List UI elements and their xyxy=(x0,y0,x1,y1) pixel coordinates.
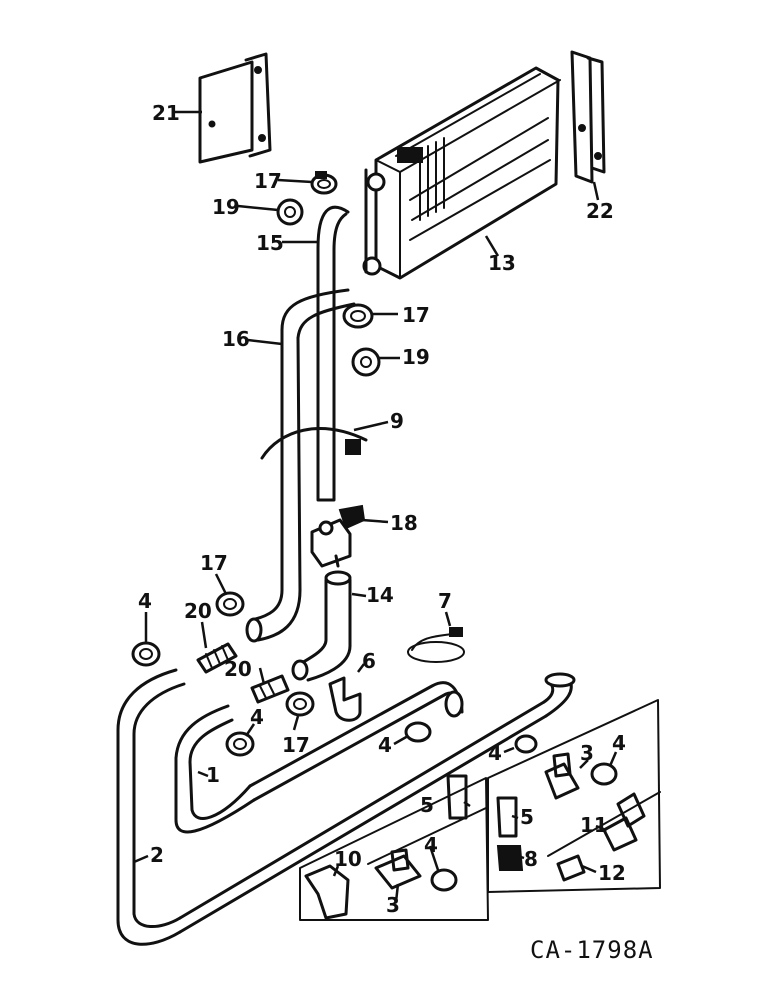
callout-8: 8 xyxy=(524,847,538,871)
callout-15: 15 xyxy=(256,231,284,255)
callout-4: 4 xyxy=(488,741,502,765)
hose-16-part xyxy=(245,288,356,643)
hose-clamp-4-center-part xyxy=(404,721,432,743)
callout-22: 22 xyxy=(586,199,614,223)
hose-clamp-4-left-part xyxy=(131,641,161,667)
callout-2: 2 xyxy=(150,843,164,867)
callout-11: 11 xyxy=(580,813,608,837)
callout-4: 4 xyxy=(250,705,264,729)
callout-9: 9 xyxy=(390,409,404,433)
callout-5: 5 xyxy=(520,805,534,829)
hose-14-part xyxy=(291,570,352,682)
callout-20: 20 xyxy=(184,599,212,623)
grommet-middle-part xyxy=(351,347,381,377)
hose-clamp-lower-part xyxy=(215,591,245,617)
reducer-part xyxy=(496,845,524,871)
leader-lines xyxy=(133,110,618,903)
callout-3: 3 xyxy=(580,741,594,765)
callout-1: 1 xyxy=(206,763,220,787)
callout-18: 18 xyxy=(390,511,418,535)
callout-4: 4 xyxy=(424,833,438,857)
callout-17: 17 xyxy=(200,551,228,575)
hose-clamp-4-inset-right-part xyxy=(514,734,538,754)
callout-12: 12 xyxy=(598,861,626,885)
tee-fitting-left-part xyxy=(374,848,422,890)
nipple-left-part xyxy=(446,774,468,820)
fitting-20-lower-part xyxy=(250,674,290,704)
callout-20: 20 xyxy=(224,657,252,681)
heater-core-part xyxy=(362,66,561,280)
callout-19: 19 xyxy=(212,195,240,219)
callout-4: 4 xyxy=(138,589,152,613)
elbow-fitting-part xyxy=(602,792,646,852)
nipple-right-part xyxy=(496,796,518,838)
callout-21: 21 xyxy=(152,101,180,125)
callout-4: 4 xyxy=(378,733,392,757)
callout-6: 6 xyxy=(362,649,376,673)
callout-14: 14 xyxy=(366,583,394,607)
hose-clamp-bottom-part xyxy=(285,691,315,717)
callout-3: 3 xyxy=(386,893,400,917)
callout-5: 5 xyxy=(420,793,434,817)
callout-4: 4 xyxy=(612,731,626,755)
water-valve-part xyxy=(310,504,366,568)
bracket-left-part xyxy=(198,52,272,164)
callout-13: 13 xyxy=(488,251,516,275)
callout-17: 17 xyxy=(402,303,430,327)
hose-clamp-middle-part xyxy=(342,303,374,329)
callout-16: 16 xyxy=(222,327,250,351)
hose-clamp-4-right-part xyxy=(590,762,618,786)
hose-clamp-4-inset-left-part xyxy=(430,868,458,892)
fitting-20-upper-part xyxy=(196,642,238,674)
hose-2-part xyxy=(116,668,576,946)
hose-1-part xyxy=(174,681,464,834)
callout-19: 19 xyxy=(402,345,430,369)
plug-part xyxy=(556,854,586,882)
callout-7: 7 xyxy=(438,589,452,613)
grommet-top-part xyxy=(276,198,304,226)
hose-bracket-part xyxy=(328,676,362,722)
bracket-right-part xyxy=(570,50,606,184)
hose-clamp-top-part xyxy=(310,171,338,195)
hose-strap-part xyxy=(260,427,368,460)
hose-clamp-4-mid-part xyxy=(225,731,255,757)
tee-fitting-right-part xyxy=(544,752,580,800)
callout-10: 10 xyxy=(334,847,362,871)
figure-code: CA-1798A xyxy=(530,936,654,964)
callout-17: 17 xyxy=(254,169,282,193)
fitting-10-part xyxy=(304,864,350,920)
hose-15-part xyxy=(316,205,350,502)
sensor-wire-part xyxy=(407,627,465,663)
callout-17: 17 xyxy=(282,733,310,757)
